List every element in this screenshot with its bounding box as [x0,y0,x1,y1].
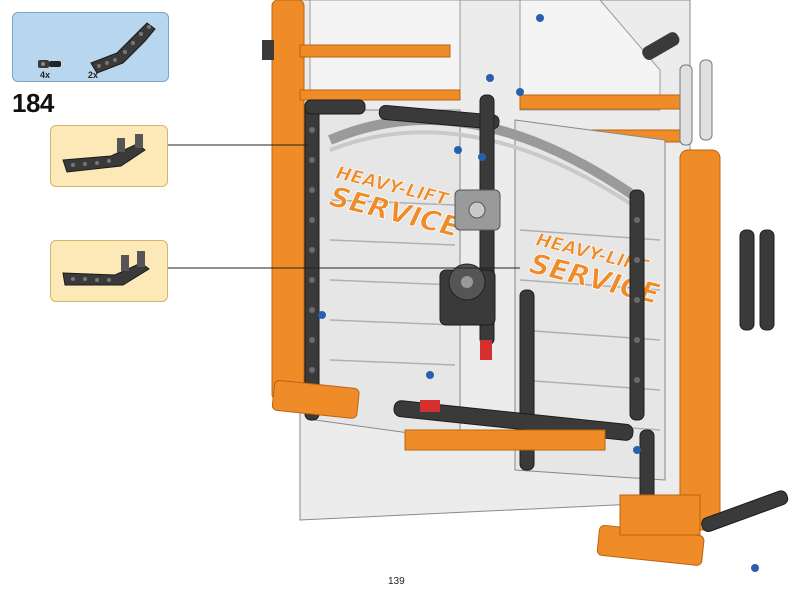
top-right-liftarms [642,32,713,146]
sub-assembly-callout-2 [50,240,168,302]
bent-liftarm-icon [90,22,156,73]
door-panels [309,109,666,481]
bent-liftarm-with-pins-icon [62,134,146,173]
page-number: 139 [388,576,405,587]
liftarm-holes [309,127,640,383]
bent-liftarm-with-pins-icon [62,251,150,286]
bottom-orange-beams [271,379,705,566]
step-number: 184 [12,88,54,118]
sub-assembly-callout-1 [50,125,168,187]
parts-list-panel: 4x 2x [12,12,169,82]
left-orange-beam [262,0,461,401]
part-qty-1: 4x [40,70,51,80]
short-axle-pin-icon [38,60,61,68]
center-mechanism [420,189,501,412]
part-qty-2: 2x [88,70,99,80]
